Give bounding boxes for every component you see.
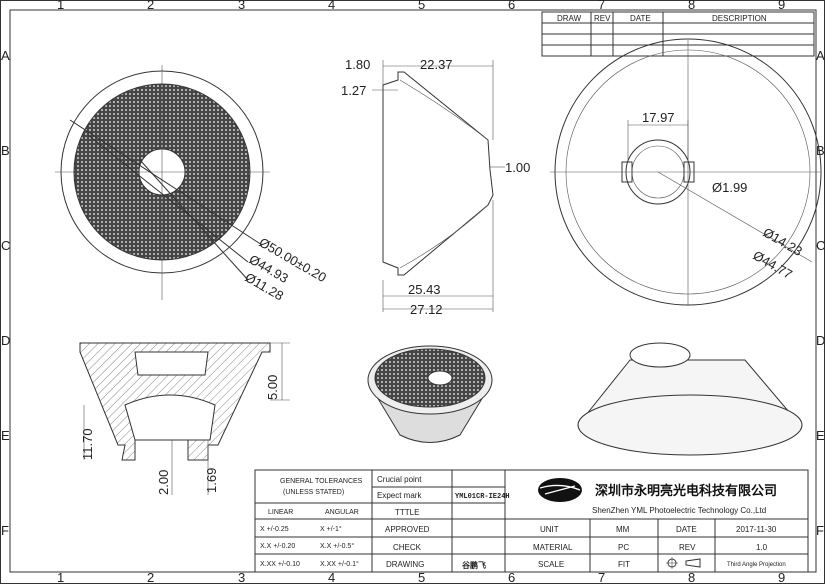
expect-mark-label: Expect mark [377, 491, 422, 500]
dim-label: 1.27 [341, 83, 366, 98]
unit-label: UNIT [540, 525, 559, 534]
angular-label: ANGULAR [325, 509, 359, 516]
col-label: 1 [57, 570, 64, 584]
drawing-label: DRAWING [386, 560, 424, 569]
col-label: 1 [57, 0, 64, 12]
row-label: A [1, 48, 10, 63]
col-label: 7 [598, 0, 605, 12]
col-label: 3 [238, 570, 245, 584]
title-block: GENERAL TOLERANCES (UNLESS STATED) LINEA… [254, 469, 809, 573]
col-label: 8 [688, 0, 695, 12]
angular-tol: X.XX +/-0.1° [320, 560, 359, 568]
linear-label: LINEAR [268, 509, 293, 516]
col-label: 9 [778, 0, 785, 12]
projection-label: Third Angle Projection [727, 562, 786, 568]
col-label: 6 [508, 570, 515, 584]
dim-label: 25.43 [408, 282, 441, 297]
projection-symbol-icon [666, 557, 701, 569]
tolerances-sub: (UNLESS STATED) [283, 489, 344, 496]
col-label: 4 [328, 570, 335, 584]
row-label: B [816, 143, 825, 158]
col-label: 9 [778, 570, 785, 584]
revision-table: DRAW REV DATE DESCRIPTION [541, 11, 815, 57]
dim-label: 5.00 [265, 375, 280, 400]
dim-label: 1.80 [345, 57, 370, 72]
col-label: 7 [598, 570, 605, 584]
dim-label: 2.00 [156, 470, 171, 495]
date-label: DATE [676, 525, 697, 534]
scale-label: SCALE [538, 560, 564, 569]
row-label: E [1, 428, 10, 443]
row-label: F [816, 523, 824, 538]
crucial-point-label: Crucial point [377, 475, 422, 484]
angular-tol: X +/-1° [320, 525, 342, 533]
linear-tol: X.XX +/-0.10 [260, 561, 300, 568]
col-label: 4 [328, 0, 335, 12]
col-label: 6 [508, 0, 515, 12]
col-label: 8 [688, 570, 695, 584]
dim-label: 22.37 [420, 57, 453, 72]
scale-value: FIT [618, 560, 630, 569]
tolerances-title: GENERAL TOLERANCES [280, 478, 363, 485]
rev-header: DATE [630, 14, 651, 23]
dim-label: Ø1.99 [712, 180, 747, 195]
dim-label: 11.70 [80, 428, 95, 460]
row-label: C [1, 238, 10, 253]
material-label: MATERIAL [533, 543, 573, 552]
row-label: E [816, 428, 825, 443]
unit-value: MM [616, 525, 630, 534]
row-label: D [816, 333, 825, 348]
angular-tol: X.X +/-0.5° [320, 542, 354, 550]
col-label: 3 [238, 0, 245, 12]
date-value: 2017-11-30 [736, 525, 777, 534]
rev-header: DESCRIPTION [712, 14, 767, 23]
rev-label: REV [679, 543, 696, 552]
company-name-en: ShenZhen YML Photoelectric Technology Co… [592, 506, 766, 515]
col-label: 5 [418, 0, 425, 12]
row-label: A [816, 48, 825, 63]
row-label: F [1, 523, 9, 538]
title-label: TTTLE [395, 508, 419, 517]
section-view: 5.00 11.70 2.00 1.69 [79, 342, 290, 495]
back-view: 17.97 Ø1.99 Ø14.23 Ø44.77 [550, 38, 822, 306]
approved-label: APPROVED [385, 525, 430, 534]
dim-label: 17.97 [642, 110, 675, 125]
linear-tol: X +/-0.25 [260, 526, 289, 533]
front-view: Ø50.00±0.20 Ø44.93 Ø11.28 [55, 65, 329, 303]
rev-value: 1.0 [756, 543, 768, 552]
dim-label: 27.12 [410, 302, 443, 317]
check-label: CHECK [393, 543, 422, 552]
side-view: 1.80 22.37 1.27 1.00 25.43 27.12 [341, 57, 530, 317]
row-label: C [816, 238, 825, 253]
col-label: 2 [147, 0, 154, 12]
iso-view-back [577, 342, 803, 456]
rev-header: REV [594, 14, 611, 23]
company-logo [538, 478, 582, 502]
dim-label: 1.69 [204, 468, 219, 493]
linear-tol: X.X +/-0.20 [260, 543, 295, 550]
col-label: 2 [147, 570, 154, 584]
expect-mark-value: YML01CR-IE24H [455, 493, 510, 501]
rev-header: DRAW [557, 14, 582, 23]
company-name-cn: 深圳市永明亮光电科技有限公司 [595, 483, 777, 498]
row-label: D [1, 333, 10, 348]
col-label: 5 [418, 570, 425, 584]
iso-view-front [367, 345, 493, 443]
row-label: B [1, 143, 10, 158]
drawer-name: 谷鹏飞 [461, 560, 486, 570]
dim-label: 1.00 [505, 160, 530, 175]
material-value: PC [618, 543, 629, 552]
